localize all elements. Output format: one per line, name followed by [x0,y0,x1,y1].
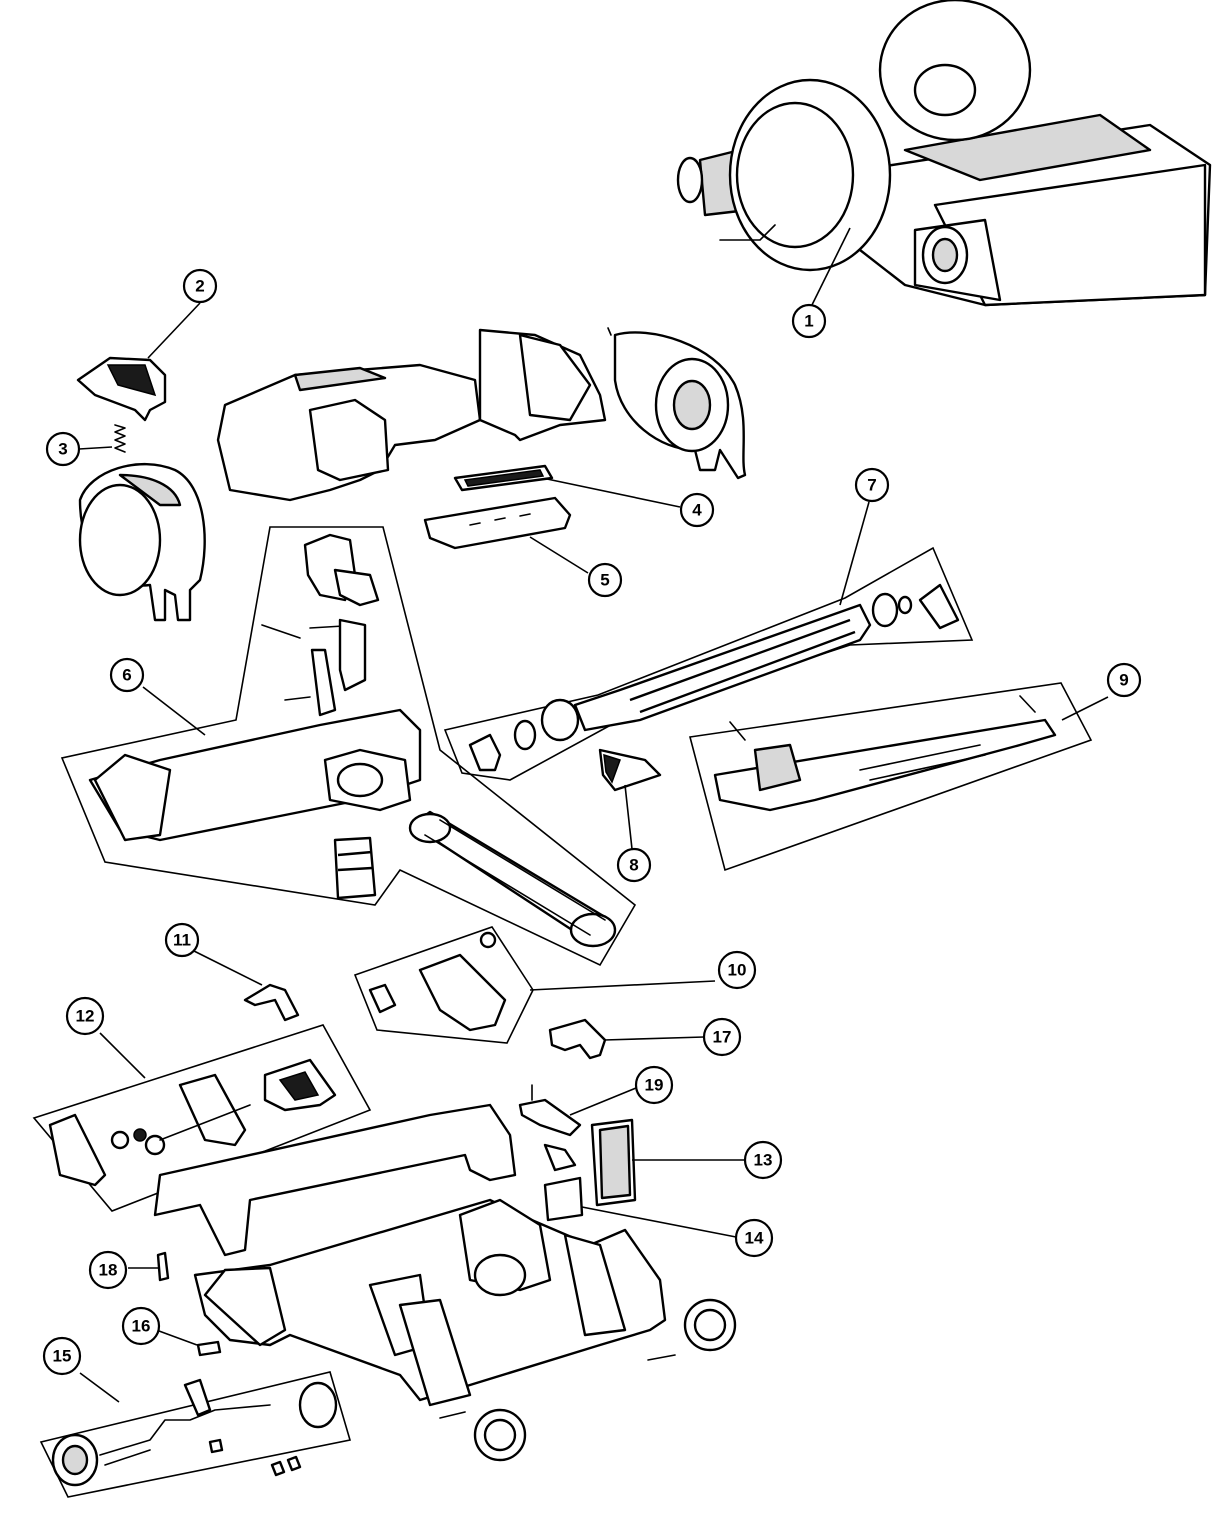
part-19-valve [518,1084,582,1172]
callout-19: 19 [634,1065,674,1105]
callout-10-label: 10 [728,961,747,980]
callout-19-label: 19 [645,1076,664,1095]
callout-7: 7 [854,467,890,503]
callout-3: 3 [45,431,81,467]
callout-17-label: 17 [713,1028,732,1047]
group-10-assembly [353,926,534,1044]
callout-14-label: 14 [745,1229,764,1248]
callout-18: 18 [88,1250,128,1290]
callout-5-label: 5 [600,571,609,590]
callout-7-label: 7 [867,476,876,495]
part-1-assembled-base [676,0,1212,307]
callout-17: 17 [702,1017,742,1057]
callout-9-label: 9 [1119,671,1128,690]
callout-4: 4 [679,492,715,528]
part-17-bracket [548,1018,607,1060]
callout-8: 8 [616,847,652,883]
part-8-belt [598,748,662,792]
part-2-latch-cover [76,356,167,422]
callout-15: 15 [42,1336,82,1376]
callout-5: 5 [587,562,623,598]
callout-6-label: 6 [122,666,131,685]
main-base-frame [153,1103,737,1462]
callout-18-label: 18 [99,1261,118,1280]
callout-2: 2 [182,268,218,304]
callout-9: 9 [1106,662,1142,698]
callout-11-label: 11 [173,931,191,950]
left-wheel-cover [78,462,206,622]
callout-13: 13 [743,1140,783,1180]
callout-12: 12 [65,996,105,1036]
callout-2-label: 2 [195,277,204,296]
callout-16: 16 [121,1306,161,1346]
callout-12-label: 12 [76,1007,95,1026]
part-18-pin [156,1251,170,1282]
callout-16-label: 16 [132,1317,151,1336]
callout-1-label: 1 [804,312,813,331]
callout-4-label: 4 [692,501,702,520]
callout-6: 6 [109,657,145,693]
callout-1: 1 [791,303,827,339]
body-shell [216,328,607,502]
group-9-bottom-plate [688,682,1093,872]
leader-lines [78,227,1109,1403]
part-11-clip [243,983,300,1022]
group-12-motor-assembly [32,1024,372,1212]
callout-10: 10 [717,950,757,990]
part-16-pin [196,1340,222,1357]
group-6-hose-assembly [60,526,637,967]
callout-3-label: 3 [58,440,67,459]
callout-15-label: 15 [53,1347,72,1366]
callout-8-label: 8 [629,856,638,875]
group-15-linkage [39,1371,352,1498]
part-14-filter-small [543,1176,584,1222]
part-4-grille [453,464,554,492]
part-3-spring [114,424,126,453]
callout-11: 11 [164,922,200,958]
right-wheel-cover [607,327,747,480]
callout-14: 14 [734,1218,774,1258]
part-5-panel [423,496,572,550]
part-13-filter [590,1118,637,1207]
callout-13-label: 13 [754,1151,773,1170]
group-7-brushroll [443,546,974,781]
